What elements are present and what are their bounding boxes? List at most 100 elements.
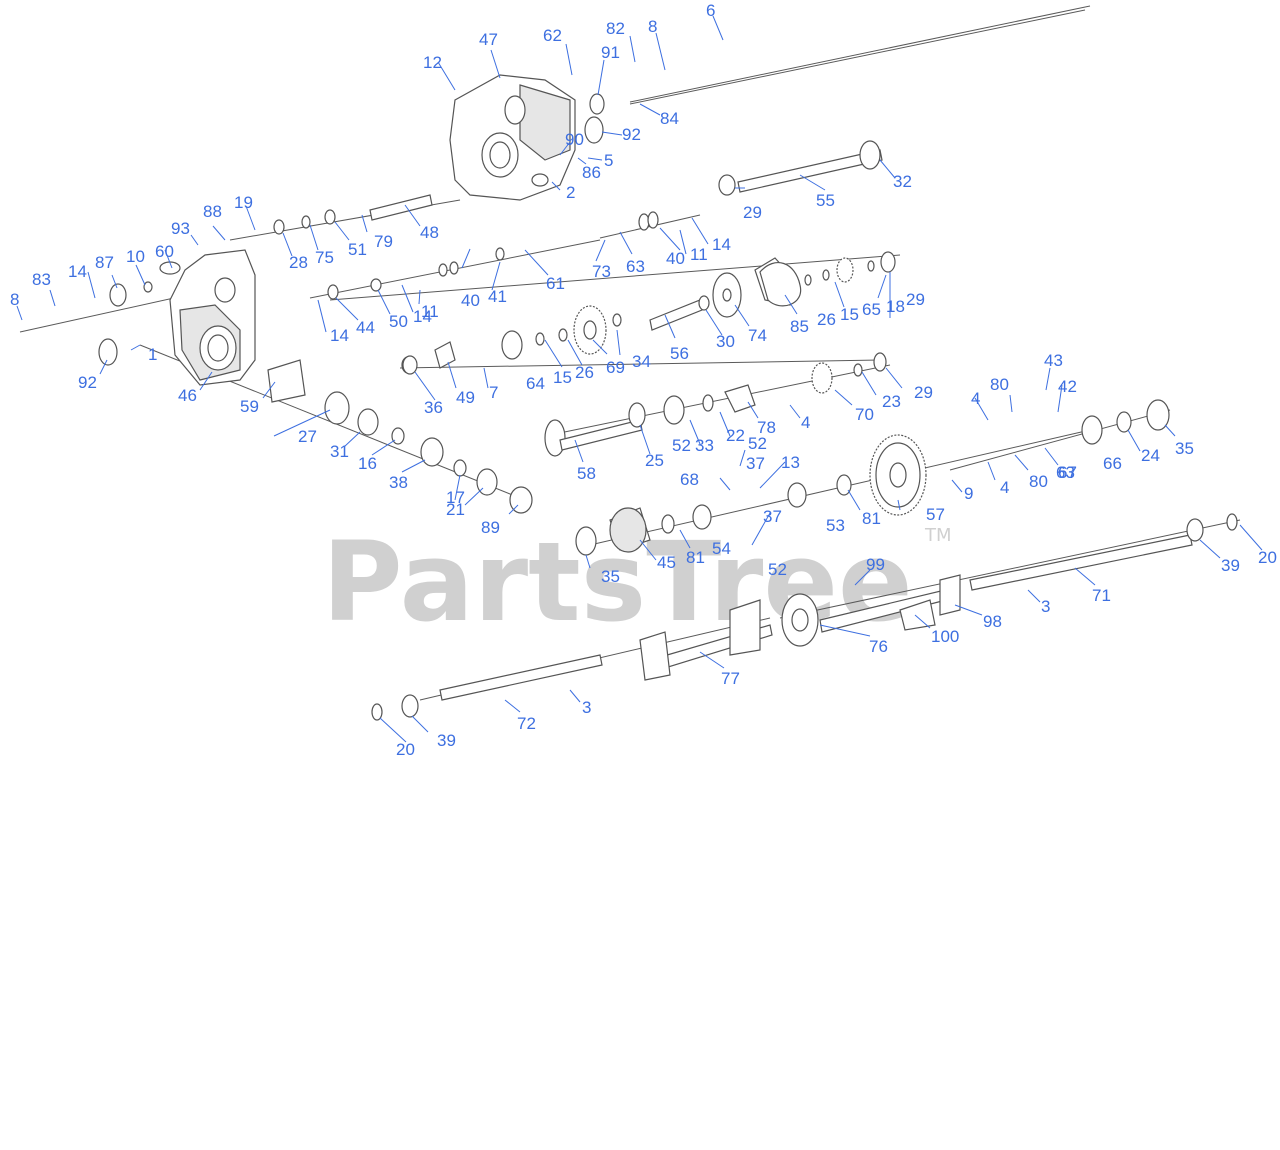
callout-37: 37 bbox=[763, 507, 782, 526]
callout-54: 54 bbox=[712, 539, 731, 558]
callout-4: 4 bbox=[801, 413, 810, 432]
ring-gear bbox=[869, 434, 927, 516]
callout-6: 6 bbox=[706, 1, 715, 20]
callout-32: 32 bbox=[893, 172, 912, 191]
watermark-trademark: TM bbox=[924, 525, 952, 546]
callout-3: 3 bbox=[582, 698, 591, 717]
callout-40: 40 bbox=[461, 291, 480, 310]
callout-84: 84 bbox=[660, 109, 679, 128]
callout-25: 25 bbox=[645, 451, 664, 470]
callout-45: 45 bbox=[657, 553, 676, 572]
callout-90: 90 bbox=[565, 130, 584, 149]
callout-44: 44 bbox=[356, 318, 375, 337]
callout-49: 49 bbox=[456, 388, 475, 407]
callout-4: 4 bbox=[1000, 478, 1009, 497]
callout-4: 4 bbox=[971, 389, 980, 408]
callout-39: 39 bbox=[437, 731, 456, 750]
callout-16: 16 bbox=[358, 454, 377, 473]
callout-78: 78 bbox=[757, 418, 776, 437]
callout-88: 88 bbox=[203, 202, 222, 221]
callout-66: 66 bbox=[1103, 454, 1122, 473]
callout-50: 50 bbox=[389, 312, 408, 331]
callout-87: 87 bbox=[95, 253, 114, 272]
callout-11: 11 bbox=[690, 245, 708, 264]
callout-29: 29 bbox=[906, 290, 925, 309]
callout-92: 92 bbox=[78, 373, 97, 392]
callout-100: 100 bbox=[931, 627, 959, 646]
callout-46: 46 bbox=[178, 386, 197, 405]
callout-18: 18 bbox=[886, 297, 905, 316]
callout-75: 75 bbox=[315, 248, 334, 267]
callout-22: 22 bbox=[726, 426, 745, 445]
callout-17: 17 bbox=[446, 488, 465, 507]
callout-12: 12 bbox=[423, 53, 442, 72]
callout-41: 41 bbox=[488, 287, 507, 306]
callout-73: 73 bbox=[592, 262, 611, 281]
callout-98: 98 bbox=[983, 612, 1002, 631]
callout-33: 33 bbox=[695, 436, 714, 455]
callout-43: 43 bbox=[1044, 351, 1063, 370]
callout-37: 37 bbox=[746, 454, 765, 473]
callout-40: 40 bbox=[666, 249, 685, 268]
callout-71: 71 bbox=[1092, 586, 1111, 605]
callout-92: 92 bbox=[622, 125, 641, 144]
callout-74: 74 bbox=[748, 326, 767, 345]
callout-labels: 1 2 3 3 4 4 4 5 6 7 8 8 9 10 11 11 12 13… bbox=[10, 1, 1277, 759]
callout-80: 80 bbox=[990, 375, 1009, 394]
callout-63: 63 bbox=[1056, 463, 1075, 482]
callout-64: 64 bbox=[526, 374, 545, 393]
leader-lines bbox=[16, 15, 1263, 743]
right-housing bbox=[449, 74, 576, 201]
callout-99: 99 bbox=[866, 555, 885, 574]
callout-21: 21 bbox=[446, 500, 465, 519]
callout-86: 86 bbox=[582, 163, 601, 182]
callout-48: 48 bbox=[420, 223, 439, 242]
callout-56: 56 bbox=[670, 344, 689, 363]
callout-60: 60 bbox=[155, 242, 174, 261]
callout-70: 70 bbox=[855, 405, 874, 424]
callout-35: 35 bbox=[601, 567, 620, 586]
callout-42: 42 bbox=[1058, 377, 1077, 396]
callout-67: 67 bbox=[1058, 463, 1077, 482]
callout-14: 14 bbox=[68, 262, 87, 281]
callout-61: 61 bbox=[546, 274, 565, 293]
callout-11: 11 bbox=[421, 302, 439, 321]
callout-26: 26 bbox=[817, 310, 836, 329]
callout-51: 51 bbox=[348, 240, 367, 259]
callout-63: 63 bbox=[626, 257, 645, 276]
callout-24: 24 bbox=[1141, 446, 1160, 465]
callout-15: 15 bbox=[553, 368, 572, 387]
callout-15: 15 bbox=[840, 305, 859, 324]
callout-85: 85 bbox=[790, 317, 809, 336]
callout-36: 36 bbox=[424, 398, 443, 417]
callout-19: 19 bbox=[234, 193, 253, 212]
callout-8: 8 bbox=[10, 290, 19, 309]
callout-62: 62 bbox=[543, 26, 562, 45]
callout-28: 28 bbox=[289, 253, 308, 272]
callout-58: 58 bbox=[577, 464, 596, 483]
callout-34: 34 bbox=[632, 352, 651, 371]
callout-29: 29 bbox=[743, 203, 762, 222]
callout-29: 29 bbox=[914, 383, 933, 402]
callout-55: 55 bbox=[816, 191, 835, 210]
callout-83: 83 bbox=[32, 270, 51, 289]
callout-77: 77 bbox=[721, 669, 740, 688]
callout-9: 9 bbox=[964, 484, 973, 503]
callout-81: 81 bbox=[862, 509, 881, 528]
callout-57: 57 bbox=[926, 505, 945, 524]
callout-82: 82 bbox=[606, 19, 625, 38]
left-housing bbox=[169, 249, 256, 386]
callout-76: 76 bbox=[869, 637, 888, 656]
callout-13: 13 bbox=[781, 453, 800, 472]
callout-52: 52 bbox=[672, 436, 691, 455]
callout-8: 8 bbox=[648, 17, 657, 36]
callout-91: 91 bbox=[601, 43, 620, 62]
callout-35: 35 bbox=[1175, 439, 1194, 458]
callout-69: 69 bbox=[606, 358, 625, 377]
callout-1: 1 bbox=[148, 345, 157, 364]
rings-bearings bbox=[98, 93, 1238, 721]
callout-30: 30 bbox=[716, 332, 735, 351]
callout-3: 3 bbox=[1041, 597, 1050, 616]
callout-59: 59 bbox=[240, 397, 259, 416]
callout-27: 27 bbox=[298, 427, 317, 446]
